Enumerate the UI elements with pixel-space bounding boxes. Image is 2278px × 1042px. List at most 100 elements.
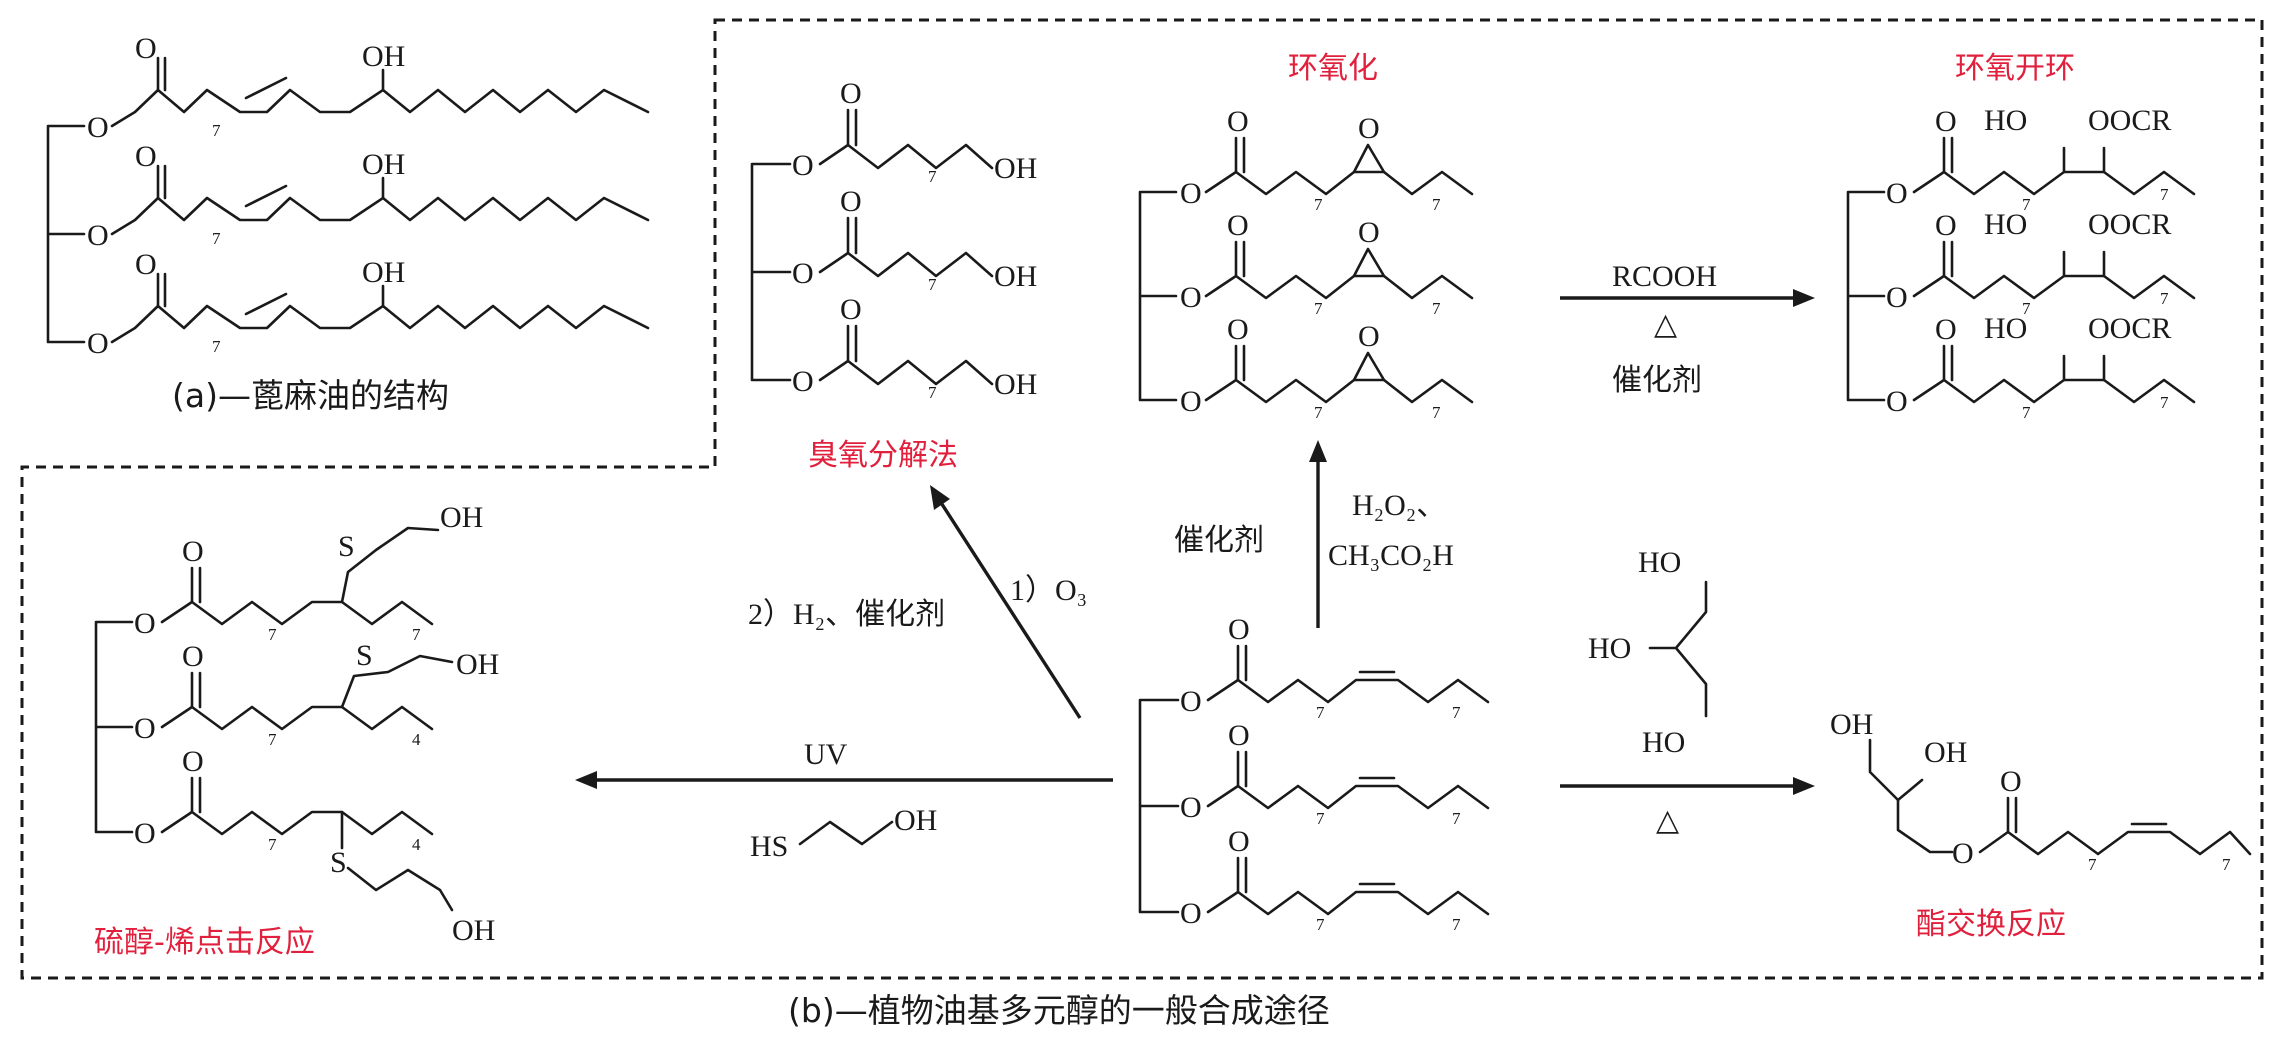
atom-o: O — [792, 257, 814, 290]
atom-s: S — [356, 639, 373, 672]
cond-h2o2: H₂O₂、 — [1352, 489, 1446, 522]
atom-o: O — [1886, 385, 1908, 418]
atom-oh: OH — [456, 648, 499, 681]
cond-rcooh: RCOOH — [1612, 260, 1717, 293]
atom-o: O — [1180, 897, 1202, 930]
atom-o: O — [135, 140, 157, 173]
atom-oh: OH — [440, 501, 483, 534]
atom-o: O — [1180, 685, 1202, 718]
label-transesterification: 酯交换反应 — [1916, 907, 2066, 942]
atom-oh: OH — [362, 256, 405, 289]
atom-o: O — [135, 32, 157, 65]
conditions-ozonolysis: 1）O₃ 2）H₂、催化剂 — [748, 574, 1087, 631]
subscript: 7 — [2160, 185, 2169, 204]
atom-ho: HO — [1984, 208, 2027, 241]
label-ring-opening: 环氧开环 — [1955, 51, 2075, 86]
subscript: 7 — [1452, 915, 1461, 934]
atom-o: O — [840, 77, 862, 110]
atom-oh: OH — [994, 152, 1037, 185]
subscript: 7 — [268, 835, 277, 854]
atom-oh: OH — [1830, 708, 1873, 741]
subscript: 7 — [2160, 289, 2169, 308]
subscript: 7 — [2022, 299, 2031, 318]
atom-o: O — [1952, 837, 1974, 870]
conditions-epoxidation: 催化剂 H₂O₂、 CH₃CO₂H — [1174, 489, 1454, 572]
caption-b: (b)—植物油基多元醇的一般合成途径 — [788, 991, 1330, 1030]
subscript: 7 — [1316, 809, 1325, 828]
panel-b-frame-top — [20, 18, 2264, 980]
atom-o: O — [1180, 281, 1202, 314]
atom-o: O — [1886, 281, 1908, 314]
atom-o: O — [1886, 177, 1908, 210]
subscript: 7 — [1432, 195, 1441, 214]
atom-o: O — [87, 219, 109, 252]
cond-heat: △ — [1656, 804, 1679, 837]
cond-ch3co2h: CH₃CO₂H — [1328, 539, 1454, 572]
atom-o: O — [1180, 177, 1202, 210]
atom-o: O — [1180, 791, 1202, 824]
atom-ho: HO — [1984, 104, 2027, 137]
conditions-thiol-ene: UV HS OH — [750, 738, 937, 863]
subscript: 7 — [2088, 855, 2097, 874]
subscript: 7 — [268, 730, 277, 749]
reaction-arrows — [575, 289, 1815, 795]
subscript: 7 — [2022, 195, 2031, 214]
atom-o: O — [1935, 105, 1957, 138]
atom-o: O — [87, 327, 109, 360]
atom-oocr: OOCR — [2088, 104, 2171, 137]
atom-o: O — [840, 293, 862, 326]
atom-o: O — [134, 712, 156, 745]
conditions-transesterification: △ — [1656, 804, 1679, 837]
subscript: 7 — [1316, 915, 1325, 934]
atom-o: O — [2000, 765, 2022, 798]
atom-ho: HO — [1588, 632, 1631, 665]
atom-o: O — [1935, 313, 1957, 346]
atom-ho: HO — [1638, 546, 1681, 579]
subscript: 7 — [412, 625, 421, 644]
atom-s: S — [330, 846, 347, 879]
atom-o: O — [1227, 313, 1249, 346]
cond-ozone-step2: 2）H₂、催化剂 — [748, 598, 945, 631]
atom-oh: OH — [452, 914, 495, 947]
atom-o: O — [1180, 385, 1202, 418]
subscript: 7 — [1432, 403, 1441, 422]
cond-uv: UV — [804, 738, 848, 771]
atom-o: O — [135, 248, 157, 281]
atom-o: O — [182, 640, 204, 673]
ring-opened-polyol: O O O O O O HO HO HO OOCR OOCR OOCR 7 7 … — [1846, 51, 2196, 422]
label-ozonolysis: 臭氧分解法 — [808, 438, 958, 473]
cond-catalyst: 催化剂 — [1174, 523, 1264, 558]
thiol-ene-product: O O O O O O S S S OH OH OH 7 7 7 7 4 4 硫… — [94, 501, 499, 960]
atom-o: O — [1228, 825, 1250, 858]
cond-ozone-step1: 1）O₃ — [1010, 574, 1087, 607]
label-epoxidation: 环氧化 — [1288, 51, 1378, 86]
atom-o: O — [1227, 105, 1249, 138]
subscript: 7 — [1314, 403, 1323, 422]
subscript: 7 — [928, 275, 937, 294]
atom-o: O — [1228, 719, 1250, 752]
atom-o: O — [792, 149, 814, 182]
castor-oil-structure: O O O O O O OH OH OH 7 7 7 (a)—蓖麻油的结构 — [46, 32, 650, 415]
subscript: 7 — [2022, 403, 2031, 422]
atom-o: O — [840, 185, 862, 218]
atom-o: O — [792, 365, 814, 398]
atom-oh: OH — [1924, 736, 1967, 769]
subscript: 7 — [1432, 299, 1441, 318]
subscript: 7 — [2222, 855, 2231, 874]
subscript: 7 — [928, 167, 937, 186]
subscript: 7 — [1452, 809, 1461, 828]
subscript: 7 — [212, 229, 221, 248]
cond-catalyst: 催化剂 — [1612, 363, 1702, 398]
atom-o: O — [182, 535, 204, 568]
atom-o: O — [134, 607, 156, 640]
subscript: 7 — [268, 625, 277, 644]
atom-o: O — [1228, 613, 1250, 646]
atom-s: S — [338, 530, 355, 563]
subscript: 7 — [212, 121, 221, 140]
atom-oh: OH — [994, 260, 1037, 293]
atom-oocr: OOCR — [2088, 312, 2171, 345]
monoglyceride-product: OH OH O O 7 7 酯交换反应 — [1830, 708, 2252, 942]
epoxidized-oil: O O O O O O O O O 7 7 7 7 7 7 环氧化 — [1138, 51, 1474, 422]
subscript: 7 — [1314, 299, 1323, 318]
